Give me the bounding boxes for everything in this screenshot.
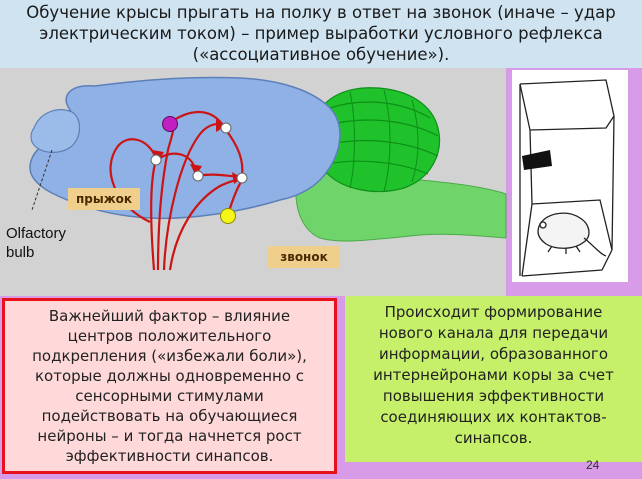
green-box-line-6: соединяющих их контактов- [380, 408, 607, 426]
red-box-line-8: эффективности синапсов. [65, 447, 274, 465]
green-box-line-5: повышения эффективности [382, 387, 605, 405]
green-box-line-2: нового канала для передачи [378, 324, 609, 342]
olfactory-bulb-label-2: bulb [6, 244, 35, 261]
cortex [29, 76, 341, 220]
title-bar: Обучение крысы прыгать на полку в ответ … [0, 0, 642, 69]
cortex-neuron-4 [236, 172, 248, 184]
red-box-line-5: сенсорными стимулами [75, 387, 264, 405]
page-number: 24 [586, 458, 600, 472]
shelf-icon [522, 150, 552, 170]
olfactory-bulb-label-1: Olfactory [6, 225, 67, 242]
green-box-line-7: синапсов. [454, 429, 533, 447]
cortex-neuron-2 [150, 154, 162, 166]
cortex-neuron-3 [192, 170, 204, 182]
red-box-line-2: центров положительного [67, 327, 272, 345]
jump-label: прыжок [68, 188, 140, 210]
red-box-line-7: нейроны – и тогда начнется рост [37, 427, 302, 445]
reinforcement-text-box: Важнейший фактор – влияние центров полож… [2, 298, 337, 474]
cerebellum [315, 87, 441, 193]
interneuron-text-box: Происходит формирование нового канала дл… [345, 296, 642, 462]
green-box-line-3: информации, образованного [378, 345, 608, 363]
red-box-line-1: Важнейший фактор – влияние [48, 307, 291, 325]
red-box-line-4: которые должны одновременно с [34, 367, 305, 385]
reinforcement-center-node [162, 116, 178, 132]
olfactory-bulb [30, 109, 81, 153]
red-box-line-3: подкрепления («избежали боли»), [32, 347, 307, 365]
bell-input-node [220, 208, 236, 224]
red-box-line-6: подействовать на обучающиеся [41, 407, 298, 425]
title-line-3: («ассоциативное обучение»). [192, 45, 450, 64]
cortex-neuron-1 [220, 122, 232, 134]
green-box-line-1: Происходит формирование [384, 303, 603, 321]
green-box-line-4: интернейронами коры за счет [373, 366, 614, 384]
left-strip [0, 68, 20, 296]
rat-in-cage-icon [519, 79, 615, 277]
bell-label: звонок [268, 246, 340, 268]
olfactory-bulb-pointer [31, 149, 53, 211]
title-line-1: Обучение крысы прыгать на полку в ответ … [26, 3, 616, 22]
title-line-2: электрическим током) – пример выработки … [39, 24, 603, 43]
